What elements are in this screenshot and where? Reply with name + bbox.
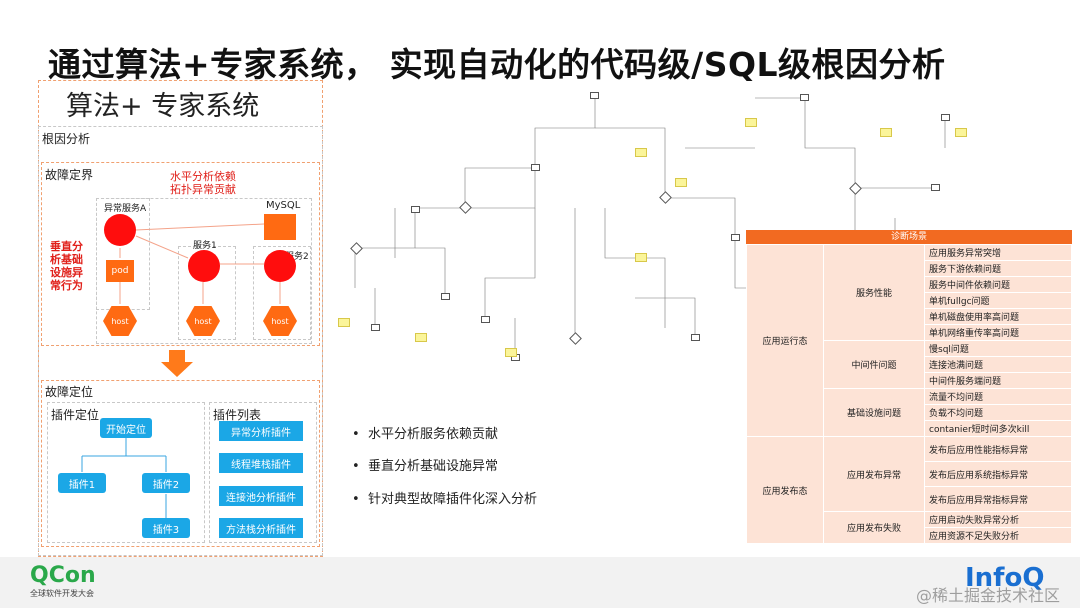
scenario-cell: 负载不均问题 (924, 404, 1072, 421)
host-node-1: host (186, 306, 220, 336)
diagnosis-table-body: 应用运行态 服务性能 应用服务异常突增 服务下游依赖问题 服务中间件依赖问题 单… (746, 244, 1072, 544)
footer-bar (0, 557, 1080, 608)
horizontal-note-1: 水平分析依赖 (170, 170, 236, 183)
scenario-cell: 单机网络重传率高问题 (924, 324, 1072, 341)
plugin-list-item: 异常分析插件 (219, 421, 303, 441)
category-cell: 应用发布态 (746, 436, 824, 544)
scenario-cell: contanier短时间多次kill (924, 420, 1072, 437)
service-a-node (104, 214, 136, 246)
root-cause-section (38, 126, 323, 556)
qcon-logo: QCon 全球软件开发大会 (30, 563, 96, 599)
fault-location-box (41, 380, 320, 547)
scenario-cell: 连接池满问题 (924, 356, 1072, 373)
scenario-cell: 应用服务异常突增 (924, 244, 1072, 261)
plugin-list-box (209, 402, 317, 543)
scenario-cell: 发布后应用性能指标异常 (924, 436, 1072, 462)
plugin-list-item: 连接池分析插件 (219, 486, 303, 506)
watermark: @稀土掘金技术社区 (916, 586, 1061, 605)
subcategory-cell: 基础设施问题 (823, 388, 925, 437)
service2-group (253, 246, 311, 340)
service2-label: 服务2 (285, 252, 309, 262)
plugin-list-label: 插件列表 (213, 408, 262, 422)
plugin-list-item: 方法栈分析插件 (219, 518, 303, 538)
mysql-node (264, 214, 296, 240)
pod-node: pod (106, 260, 134, 282)
scenario-cell: 发布后应用异常指标异常 (924, 486, 1072, 512)
fault-location-label: 故障定位 (45, 385, 94, 399)
plugin-location-box (47, 402, 205, 543)
vertical-note: 垂直分 析基础 设施异 常行为 (50, 240, 83, 292)
scenario-cell: 服务中间件依赖问题 (924, 276, 1072, 293)
panel-heading: 算法+ 专家系统 (66, 91, 260, 122)
scenario-cell: 中间件服务端问题 (924, 372, 1072, 389)
fault-boundary-label: 故障定界 (45, 168, 94, 182)
scenario-cell: 发布后应用系统指标异常 (924, 461, 1072, 487)
infoq-logo: InfoQ (965, 563, 1045, 593)
scenario-cell: 慢sql问题 (924, 340, 1072, 357)
service1-label: 服务1 (193, 241, 217, 251)
subcategory-cell: 应用发布异常 (823, 436, 925, 512)
root-cause-label: 根因分析 (42, 132, 91, 146)
fault-boundary-box (41, 162, 320, 346)
expert-system-flowchart (335, 88, 975, 378)
mysql-label: MySQL (266, 200, 301, 211)
scenario-cell: 流量不均问题 (924, 388, 1072, 405)
page-title: 通过算法+专家系统， 实现自动化的代码级/SQL级根因分析 (48, 45, 946, 84)
service1-node (188, 250, 220, 282)
plugin1-node: 插件1 (58, 473, 106, 493)
plugin-list-item: 线程堆栈插件 (219, 453, 303, 473)
down-arrow-icon (161, 350, 193, 377)
scenario-cell: 应用资源不足失败分析 (924, 527, 1072, 544)
bullet-item: • 垂直分析基础设施异常 (352, 459, 498, 474)
start-location-node: 开始定位 (100, 418, 152, 438)
service-a-label: 异常服务A (104, 204, 147, 214)
category-cell: 应用运行态 (746, 244, 824, 437)
plugin-location-label: 插件定位 (51, 408, 100, 422)
bullet-item: • 水平分析服务依赖贡献 (352, 427, 498, 442)
service2-node (264, 250, 296, 282)
subcategory-cell: 中间件问题 (823, 340, 925, 389)
bullet-item: • 针对典型故障插件化深入分析 (352, 492, 537, 507)
scenario-cell: 单机fullgc问题 (924, 292, 1072, 309)
horizontal-note-2: 拓扑异常贡献 (170, 183, 236, 196)
plugin2-node: 插件2 (142, 473, 190, 493)
dependency-group (96, 198, 312, 344)
diagnosis-table: 诊断场景 应用运行态 服务性能 应用服务异常突增 服务下游依赖问题 服务中间件依… (746, 230, 1072, 544)
service1-group (178, 246, 236, 340)
diagnosis-table-header: 诊断场景 (746, 230, 1072, 244)
scenario-cell: 服务下游依赖问题 (924, 260, 1072, 277)
scenario-cell: 单机磁盘使用率高问题 (924, 308, 1072, 325)
scenario-cell: 应用启动失败异常分析 (924, 511, 1072, 528)
subcategory-cell: 应用发布失败 (823, 511, 925, 544)
flowchart-lines (354, 96, 946, 358)
plugin3-node: 插件3 (142, 518, 190, 538)
subcategory-cell: 服务性能 (823, 244, 925, 341)
